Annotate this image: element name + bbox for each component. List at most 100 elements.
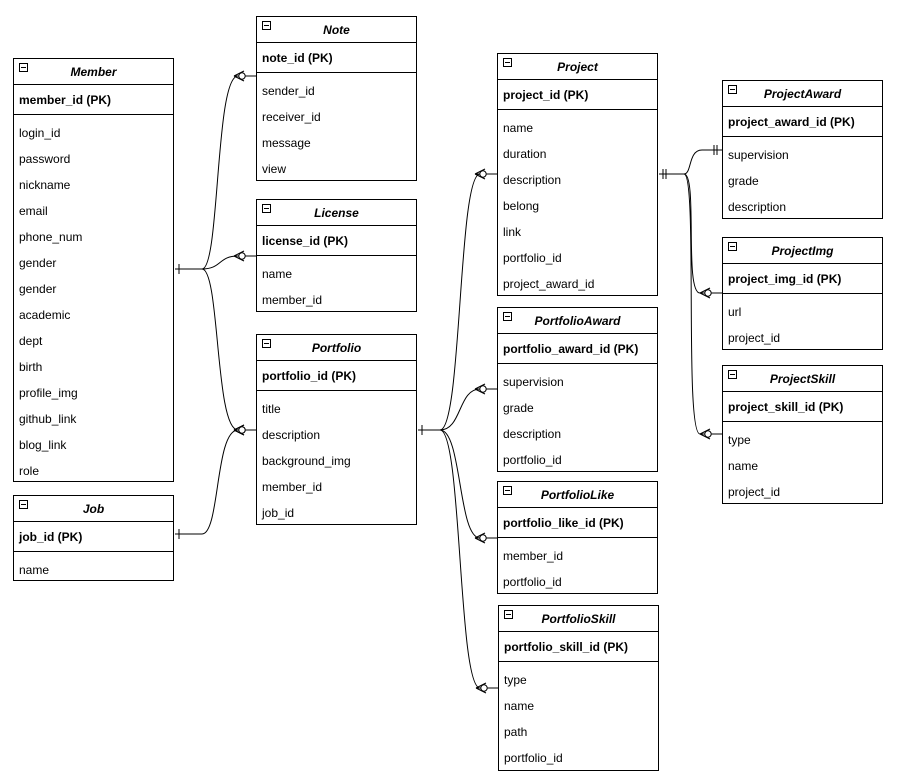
entity-portfolio-like[interactable]: PortfolioLike portfolio_like_id (PK)membe… <box>497 481 658 594</box>
project-img-primary-key: project_img_id (PK) <box>723 264 882 294</box>
collapse-icon[interactable] <box>728 370 737 379</box>
cardinality-zero-marker <box>238 426 246 434</box>
collapse-icon[interactable] <box>503 58 512 67</box>
license-primary-key: license_id (PK) <box>257 226 416 256</box>
relationship-line <box>418 429 485 539</box>
cardinality-zero-marker <box>479 534 487 542</box>
entity-header: ProjectAward <box>723 81 882 107</box>
portfolio-title: Portfolio <box>311 340 362 355</box>
note-title: Note <box>323 22 350 37</box>
collapse-icon[interactable] <box>262 204 271 213</box>
collapse-icon[interactable] <box>503 312 512 321</box>
entity-job[interactable]: Job job_id (PK)name <box>13 495 174 581</box>
attribute-row: supervision <box>503 375 564 389</box>
relationship-line <box>175 429 244 535</box>
attribute-row: academic <box>19 308 71 322</box>
attribute-row: project_id <box>728 331 781 345</box>
member-primary-key: member_id (PK) <box>14 85 173 115</box>
attribute-row: title <box>262 402 281 416</box>
attribute-row: login_id <box>19 126 61 140</box>
attribute-row: grade <box>728 174 759 188</box>
project-skill-primary-key: project_skill_id (PK) <box>723 392 882 422</box>
cardinality-zero-marker <box>704 430 712 438</box>
attribute-row: github_link <box>19 412 77 426</box>
note-primary-key: note_id (PK) <box>257 43 416 73</box>
attribute-row: sender_id <box>262 84 315 98</box>
collapse-icon[interactable] <box>504 610 513 619</box>
attribute-row: belong <box>503 199 540 213</box>
entity-header: ProjectSkill <box>723 366 882 392</box>
cardinality-zero-marker <box>479 170 487 178</box>
relationship-line <box>659 149 722 175</box>
collapse-icon[interactable] <box>503 486 512 495</box>
attribute-row: duration <box>503 147 547 161</box>
portfolio-like-primary-key: portfolio_like_id (PK) <box>498 508 657 538</box>
entity-header: Portfolio <box>257 335 416 361</box>
collapse-icon[interactable] <box>262 21 271 30</box>
attribute-row: receiver_id <box>262 110 321 124</box>
attribute-row: description <box>503 173 562 187</box>
project-award-primary-key: project_award_id (PK) <box>723 107 882 137</box>
portfolio-award-primary-key: portfolio_award_id (PK) <box>498 334 657 364</box>
collapse-icon[interactable] <box>19 500 28 509</box>
collapse-icon[interactable] <box>728 85 737 94</box>
attribute-row: profile_img <box>19 386 78 400</box>
project-award-title: ProjectAward <box>763 86 842 101</box>
relationship-line <box>418 173 485 431</box>
project-primary-key: project_id (PK) <box>498 80 657 110</box>
project-skill-title: ProjectSkill <box>769 371 836 386</box>
job-attributes: name <box>14 552 173 583</box>
attribute-row: url <box>728 305 742 319</box>
attribute-row: gender <box>19 282 57 296</box>
portfolio-skill-title: PortfolioSkill <box>541 611 616 626</box>
portfolio-like-title: PortfolioLike <box>540 487 615 502</box>
attribute-row: portfolio_id <box>504 751 563 765</box>
portfolio-award-title: PortfolioAward <box>534 313 621 328</box>
attribute-row: member_id <box>262 480 323 494</box>
entity-header: PortfolioLike <box>498 482 657 508</box>
project-award-attributes: supervision grade description <box>723 137 882 220</box>
job-primary-key: job_id (PK) <box>14 522 173 552</box>
job-title: Job <box>82 501 105 516</box>
attribute-row: email <box>19 204 48 218</box>
attribute-row: name <box>504 699 535 713</box>
relationship-line <box>175 255 244 270</box>
collapse-icon[interactable] <box>19 63 28 72</box>
attribute-row: supervision <box>728 148 789 162</box>
attribute-row: message <box>262 136 311 150</box>
attribute-row: birth <box>19 360 43 374</box>
member-title: Member <box>70 64 117 79</box>
attribute-row: portfolio_id <box>503 251 562 265</box>
attribute-row: dept <box>19 334 43 348</box>
attribute-row: portfolio_id <box>503 575 562 589</box>
attribute-row: description <box>728 200 787 214</box>
relationship-line <box>659 173 710 435</box>
attribute-row: password <box>19 152 71 166</box>
cardinality-zero-marker <box>238 252 246 260</box>
attribute-row: view <box>262 162 287 176</box>
collapse-icon[interactable] <box>728 242 737 251</box>
cardinality-zero-marker <box>480 684 488 692</box>
attribute-row: project_id <box>728 485 781 499</box>
collapse-icon[interactable] <box>262 339 271 348</box>
entity-header: Note <box>257 17 416 43</box>
